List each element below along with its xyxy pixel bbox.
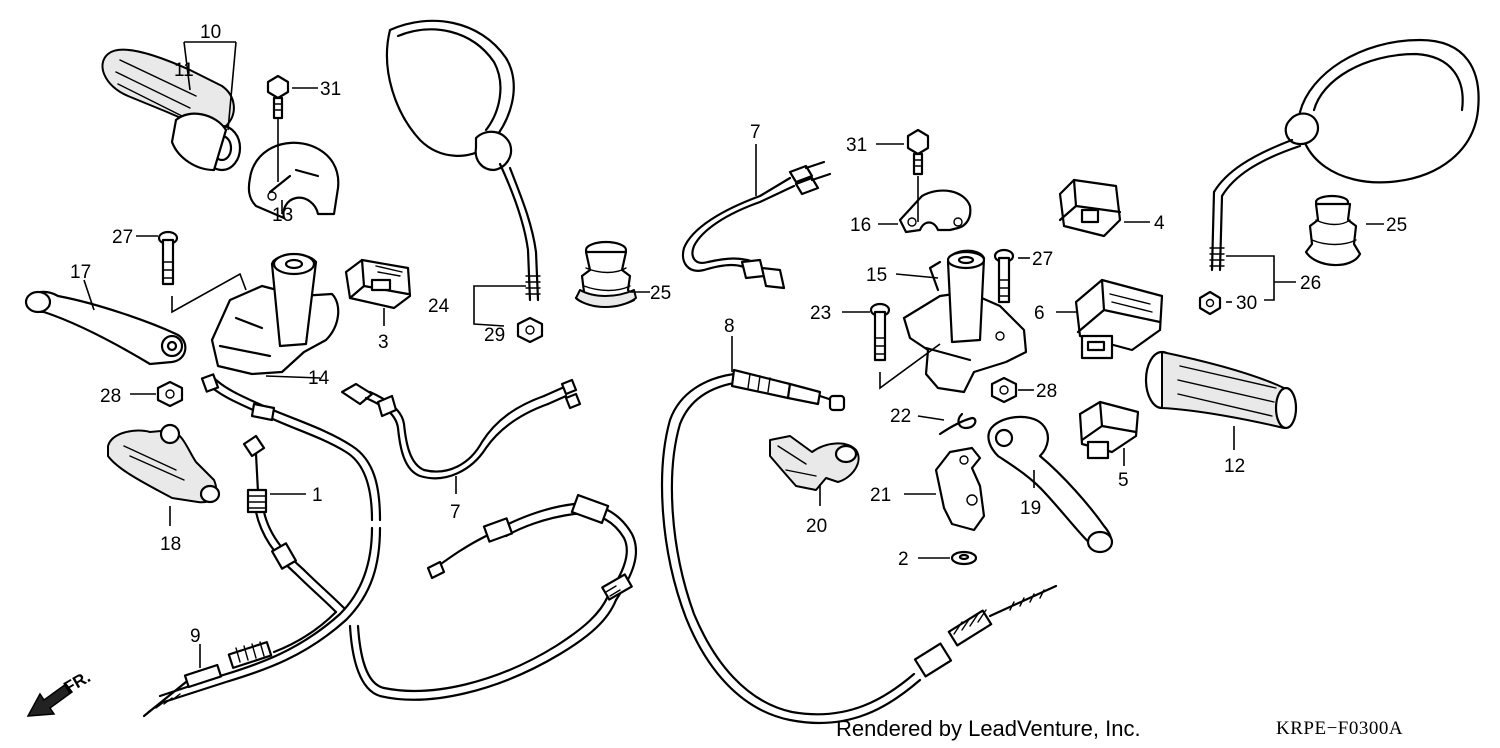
callout-6: 6 bbox=[1034, 303, 1045, 324]
boot-25-left[interactable] bbox=[574, 240, 637, 308]
nut-29[interactable] bbox=[516, 316, 544, 344]
cover-18[interactable] bbox=[107, 423, 221, 504]
switch-5[interactable] bbox=[1078, 400, 1140, 460]
cable-1[interactable] bbox=[158, 373, 382, 704]
diagram-code: KRPE−F0300A bbox=[1276, 718, 1404, 739]
bolt-23[interactable] bbox=[869, 302, 891, 362]
lever-19[interactable] bbox=[987, 415, 1114, 554]
callout-2: 2 bbox=[898, 549, 909, 570]
callout-28-left: 28 bbox=[100, 386, 121, 407]
callout-28-right: 28 bbox=[1036, 381, 1057, 402]
right-mirror[interactable] bbox=[1209, 38, 1480, 272]
front-direction-indicator: FR. bbox=[26, 667, 94, 717]
cable-1-end[interactable] bbox=[242, 434, 346, 614]
callout-13: 13 bbox=[272, 205, 293, 226]
callout-31-right: 31 bbox=[846, 135, 867, 156]
callout-17: 17 bbox=[70, 262, 91, 283]
bracket-21[interactable] bbox=[934, 446, 986, 532]
lever-bracket-14[interactable] bbox=[210, 252, 340, 376]
bracket-15[interactable] bbox=[902, 249, 1028, 394]
wire-7-left[interactable] bbox=[340, 378, 582, 480]
callout-15: 15 bbox=[866, 265, 887, 286]
callout-10: 10 bbox=[200, 22, 221, 43]
right-grip[interactable] bbox=[1144, 350, 1298, 430]
callout-24: 24 bbox=[428, 296, 450, 317]
callout-25-right: 25 bbox=[1386, 215, 1407, 236]
clip-22[interactable] bbox=[938, 412, 977, 436]
lever-17[interactable] bbox=[24, 290, 187, 366]
bracket-20[interactable] bbox=[769, 435, 860, 491]
callout-19: 19 bbox=[1020, 498, 1041, 519]
callout-5: 5 bbox=[1118, 470, 1129, 491]
cable-8[interactable] bbox=[660, 368, 1058, 725]
callout-30: 30 bbox=[1236, 293, 1257, 314]
left-grip[interactable] bbox=[101, 48, 242, 172]
callout-11: 11 bbox=[174, 60, 194, 81]
switch-6[interactable] bbox=[1074, 278, 1164, 360]
bolt-31-left[interactable] bbox=[266, 74, 290, 120]
left-mirror[interactable] bbox=[385, 19, 541, 302]
boot-25-right[interactable] bbox=[1304, 194, 1362, 267]
switch-4[interactable] bbox=[1058, 178, 1122, 238]
throttle-housing-13[interactable] bbox=[247, 141, 340, 220]
callout-14: 14 bbox=[308, 368, 330, 389]
callout-29: 29 bbox=[484, 325, 505, 346]
callout-8: 8 bbox=[724, 316, 735, 337]
callout-7-right: 7 bbox=[750, 122, 761, 143]
callout-9: 9 bbox=[190, 626, 201, 647]
bolt-27-left[interactable] bbox=[157, 230, 179, 286]
clamp-16[interactable] bbox=[898, 189, 972, 234]
callout-4: 4 bbox=[1154, 213, 1165, 234]
callout-27-right: 27 bbox=[1032, 249, 1053, 270]
callout-23: 23 bbox=[810, 303, 831, 324]
callout-20: 20 bbox=[806, 516, 827, 537]
callout-labels: 10 11 31 13 27 17 14 3 24 29 28 18 1 9 7… bbox=[70, 22, 1407, 647]
callout-31-left: 31 bbox=[320, 79, 341, 100]
callout-25-left: 25 bbox=[650, 283, 671, 304]
wire-7-right[interactable] bbox=[681, 160, 832, 290]
cable-9[interactable] bbox=[142, 610, 338, 718]
bolt-31-right[interactable] bbox=[906, 128, 930, 176]
callout-12: 12 bbox=[1224, 456, 1245, 477]
bolt-27-right[interactable] bbox=[993, 248, 1015, 304]
lower-cable-loop[interactable] bbox=[348, 493, 637, 701]
nut-30[interactable] bbox=[1198, 290, 1222, 316]
callout-22: 22 bbox=[890, 406, 911, 427]
callout-3: 3 bbox=[378, 332, 389, 353]
washer-2[interactable] bbox=[950, 550, 978, 566]
nut-28-left[interactable] bbox=[156, 380, 184, 408]
nut-28-right[interactable] bbox=[990, 376, 1018, 404]
callout-16: 16 bbox=[850, 215, 871, 236]
callout-21: 21 bbox=[870, 485, 891, 506]
callout-7-left: 7 bbox=[450, 502, 461, 523]
callout-18: 18 bbox=[160, 534, 181, 555]
callout-26: 26 bbox=[1300, 273, 1321, 294]
leader-lines bbox=[83, 41, 1384, 668]
credit-text: Rendered by LeadVenture, Inc. bbox=[836, 716, 1141, 741]
callout-27-left: 27 bbox=[112, 227, 133, 248]
callout-1: 1 bbox=[312, 485, 323, 506]
switch-3[interactable] bbox=[344, 258, 412, 310]
arrow-down-left-icon bbox=[26, 682, 74, 717]
